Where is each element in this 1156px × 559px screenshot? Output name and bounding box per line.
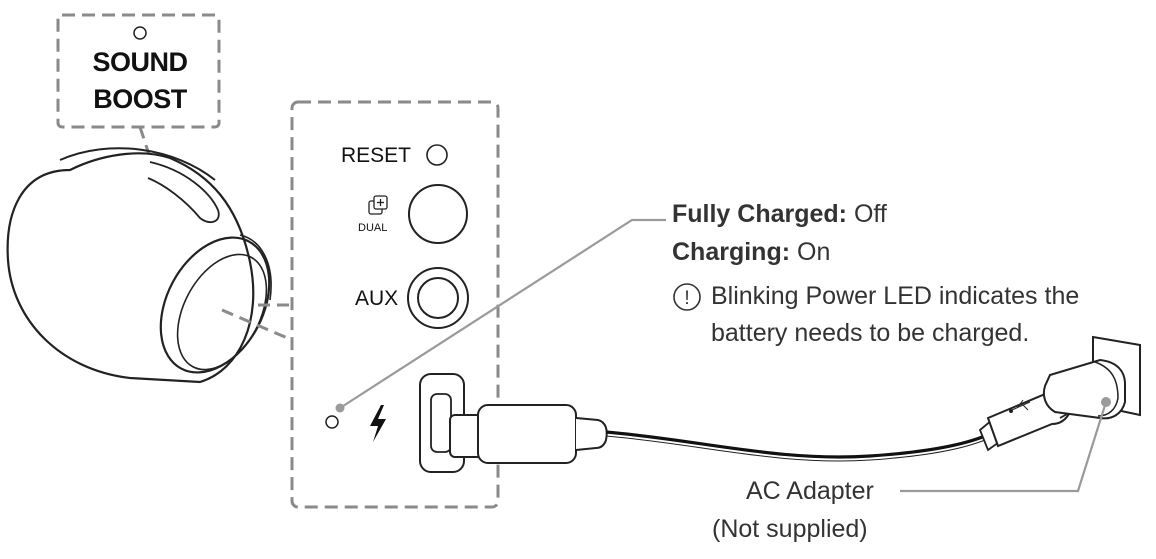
aux-jack-outer	[407, 267, 469, 329]
ac-adapter	[1042, 335, 1141, 420]
aux-jack-inner	[417, 277, 459, 319]
power-led-icon	[325, 415, 339, 429]
usb-symbol-icon	[1009, 399, 1031, 413]
charging-label: Charging:	[672, 238, 791, 266]
caution-icon	[673, 283, 701, 311]
aux-label: AUX	[355, 287, 399, 310]
dual-label: DUAL	[358, 222, 388, 234]
fully-charged-label: Fully Charged:	[672, 200, 848, 228]
sound-boost-led-icon	[133, 26, 147, 40]
blinking-note-line2: battery needs to be charged.	[711, 319, 1030, 347]
sound-boost-label-line2: BOOST	[93, 84, 187, 114]
dual-button	[408, 184, 468, 244]
dual-pair-icon	[368, 195, 388, 215]
charging-value: On	[797, 238, 831, 266]
usb-c-plug	[449, 404, 608, 464]
speaker-illustration	[6, 147, 272, 384]
reset-hole-icon	[426, 144, 448, 166]
reset-label: RESET	[341, 144, 412, 167]
fully-charged-value: Off	[853, 200, 887, 228]
lightning-bolt-icon	[370, 405, 386, 442]
led-status-leader	[339, 218, 666, 409]
charging-cable	[605, 430, 986, 459]
blinking-note-line1: Blinking Power LED indicates the	[711, 282, 1080, 310]
sound-boost-label-line1: SOUND	[92, 47, 188, 77]
ac-adapter-label: AC Adapter	[746, 477, 874, 505]
charging-status: Charging: On	[672, 240, 830, 265]
fully-charged-status: Fully Charged: Off	[672, 202, 887, 227]
adapter-leader	[900, 401, 1108, 493]
ac-adapter-note: (Not supplied)	[712, 515, 868, 543]
panel-leader-bottom	[221, 308, 293, 342]
svg-text:!: !	[684, 288, 689, 309]
sound-boost-callout-box	[56, 13, 221, 129]
sound-boost-leader	[138, 126, 162, 189]
